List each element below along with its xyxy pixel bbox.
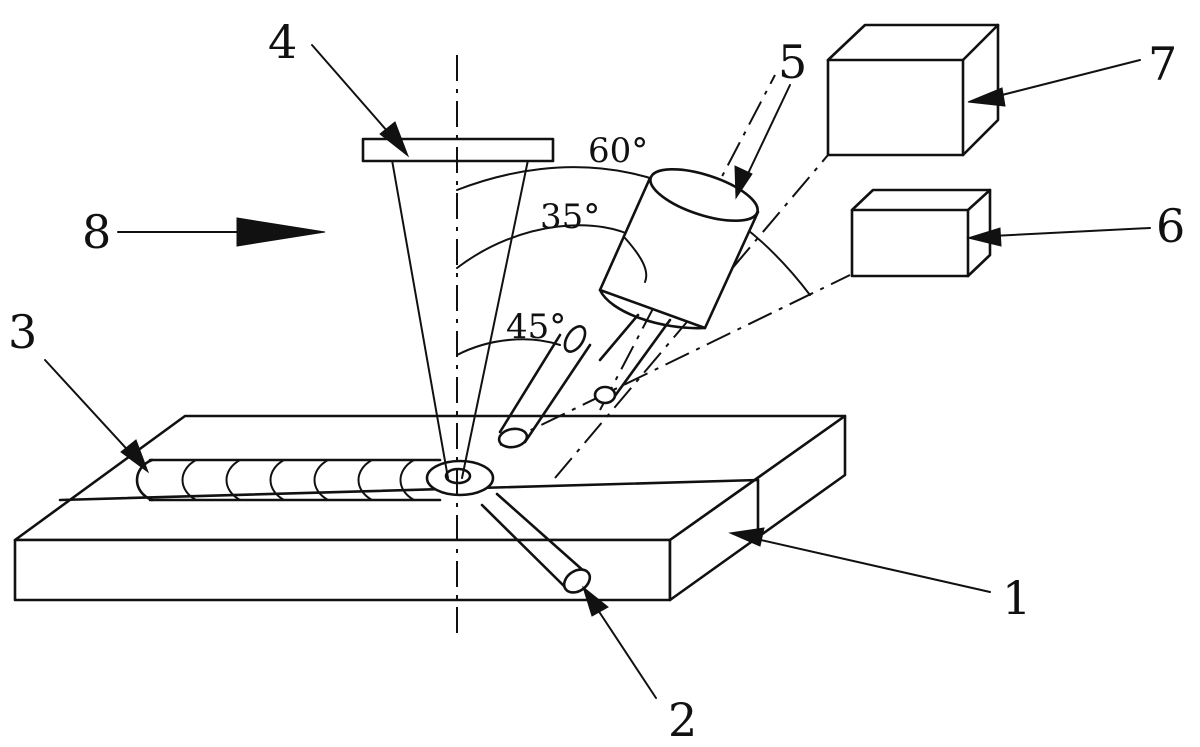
leader-6 xyxy=(991,227,1151,237)
nozzle-tip xyxy=(497,427,529,449)
observation-lens xyxy=(593,167,760,405)
lens-cone-edge xyxy=(598,313,640,362)
gas-nozzle-edge xyxy=(495,492,588,575)
label-1: 1 xyxy=(1002,571,1031,625)
weld-ripple xyxy=(225,459,241,501)
device-7-box xyxy=(826,23,1000,157)
weld-ripple xyxy=(357,459,373,501)
weld-ripple xyxy=(269,459,285,501)
weld-ripple xyxy=(181,459,197,501)
arrowhead-1 xyxy=(728,527,765,547)
device-6-outline xyxy=(850,188,992,278)
arc-45 xyxy=(456,338,561,356)
nozzle-edge xyxy=(498,333,562,434)
device-6-box xyxy=(850,188,992,278)
arrowhead-6 xyxy=(966,227,1002,247)
lens-bottom-curve xyxy=(598,288,707,330)
leader-5 xyxy=(743,84,791,183)
arc-60 xyxy=(456,166,811,296)
weld-bead-outline xyxy=(148,458,442,502)
axis-to-device-6 xyxy=(499,274,851,446)
joint-line xyxy=(58,478,760,502)
axis-to-camera-7 xyxy=(554,154,829,479)
weld-bead-end xyxy=(135,458,154,502)
beam-edge-left xyxy=(391,159,449,479)
device-7-outline xyxy=(826,23,1000,157)
arrowhead-7 xyxy=(967,87,1006,107)
lens-tip xyxy=(593,385,617,405)
leader-7 xyxy=(989,59,1141,99)
label-6: 6 xyxy=(1156,199,1185,253)
leader-2 xyxy=(593,603,657,699)
weld-ripple xyxy=(313,459,329,501)
gas-nozzle-edge xyxy=(480,503,568,590)
workpiece-plate xyxy=(13,414,847,602)
nozzle-edge xyxy=(523,343,592,444)
wire-nozzle-upper xyxy=(497,325,592,449)
arrowhead-5 xyxy=(734,165,753,200)
label-5: 5 xyxy=(778,35,807,89)
angle-label-35: 35° xyxy=(540,197,600,237)
leader-1 xyxy=(751,537,991,593)
leader-4 xyxy=(311,44,396,141)
arrowhead-2 xyxy=(582,585,609,617)
laser-beam xyxy=(391,159,529,479)
label-8: 8 xyxy=(82,205,111,259)
weld-bead xyxy=(135,458,495,502)
angle-label-45: 45° xyxy=(506,307,566,347)
arrowhead-4 xyxy=(379,121,410,158)
weld-ripple xyxy=(399,459,415,501)
lens-cone-edge xyxy=(610,318,672,402)
arrowhead-8 xyxy=(236,217,326,247)
label-7: 7 xyxy=(1148,37,1177,91)
arrowhead-3 xyxy=(120,439,150,474)
angle-label-60: 60° xyxy=(588,131,648,171)
label-4: 4 xyxy=(268,15,297,69)
leader-arrows xyxy=(44,44,1151,699)
label-2: 2 xyxy=(668,693,697,747)
arc-35 xyxy=(456,224,641,269)
angle-arcs xyxy=(456,166,811,356)
lens-top-face xyxy=(649,167,759,223)
gas-nozzle-lower xyxy=(480,492,592,594)
beam-edge-right xyxy=(461,159,529,479)
label-3: 3 xyxy=(8,305,37,359)
nozzle-top xyxy=(563,325,587,353)
lens-inner-curve xyxy=(624,237,648,283)
leader-3 xyxy=(44,359,136,459)
